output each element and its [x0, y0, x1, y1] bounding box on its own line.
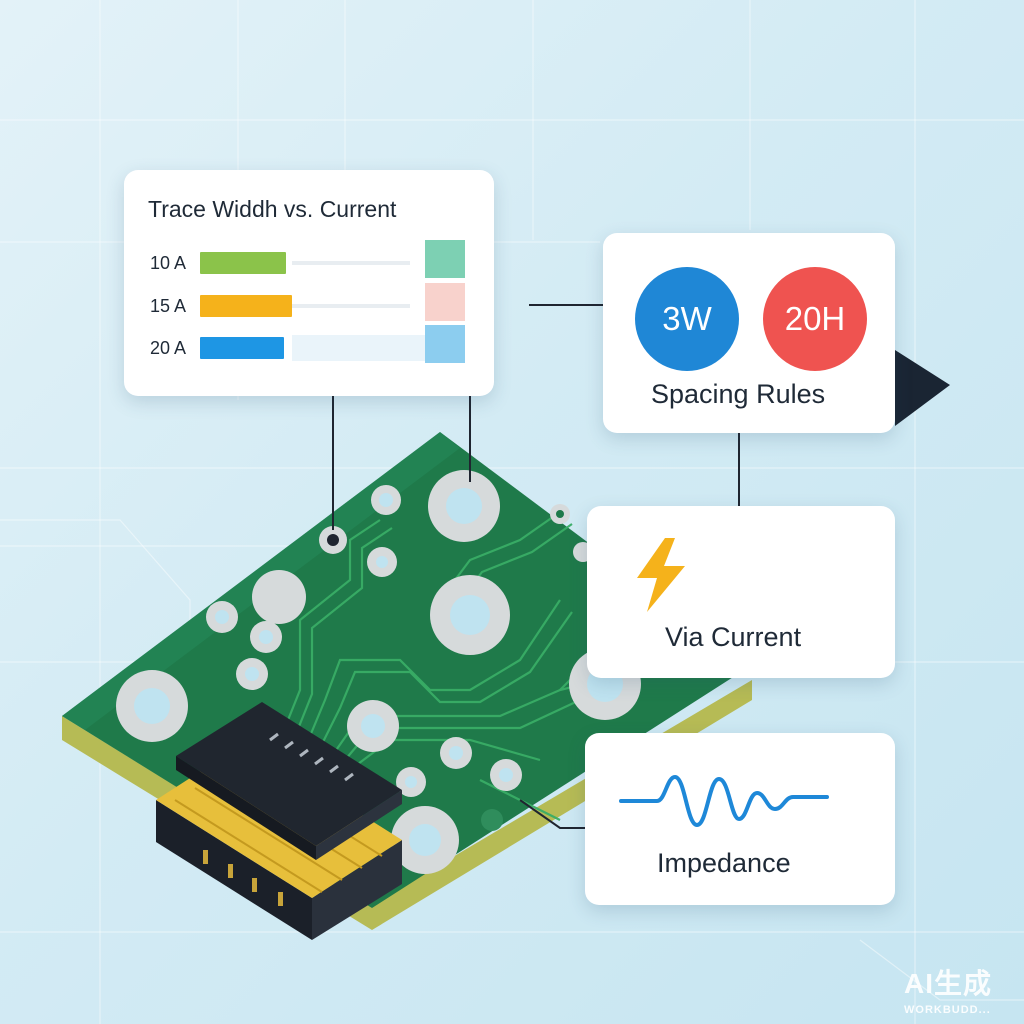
trace-bar: [200, 295, 292, 317]
impedance-card: Impedance: [585, 733, 895, 905]
trace-track: [292, 304, 410, 308]
pointer-arrow: [895, 350, 950, 426]
trace-swatch: [425, 283, 465, 321]
impedance-card-title: Impedance: [657, 848, 791, 878]
trace-swatch: [425, 325, 465, 363]
watermark: AI生成 WORKBUDD...: [904, 962, 992, 1016]
via-card-title: Via Current: [665, 622, 802, 652]
spacing-rules-card: 3W 20H Spacing Rules: [603, 233, 895, 433]
trace-row-label: 20 A: [150, 338, 187, 358]
watermark-main: AI生成: [904, 968, 993, 999]
trace-swatch: [425, 240, 465, 278]
trace-bar: [200, 252, 286, 274]
trace-track: [292, 335, 428, 361]
badge-20h: 20H: [763, 267, 867, 371]
trace-width-card: Trace Widdh vs. Current 10 A 15 A 20 A: [124, 170, 494, 396]
callout-lines: [332, 304, 740, 829]
trace-row-15a: 15 A: [150, 283, 470, 321]
trace-row-label: 15 A: [150, 296, 187, 316]
trace-row-label: 10 A: [150, 253, 187, 273]
trace-row-20a: 20 A: [150, 325, 470, 363]
trace-row-10a: 10 A: [150, 240, 470, 278]
trace-track: [292, 261, 410, 265]
waveform-icon: [619, 775, 829, 827]
spacing-card-title: Spacing Rules: [651, 379, 826, 409]
lightning-bolt-icon: [637, 538, 685, 612]
watermark-sub: WORKBUDD...: [904, 1004, 991, 1016]
badge-3w: 3W: [635, 267, 739, 371]
edge-connector: [156, 702, 402, 940]
trace-bar: [200, 337, 284, 359]
trace-card-title: Trace Widdh vs. Current: [148, 196, 397, 222]
via-current-card: Via Current: [587, 506, 895, 678]
